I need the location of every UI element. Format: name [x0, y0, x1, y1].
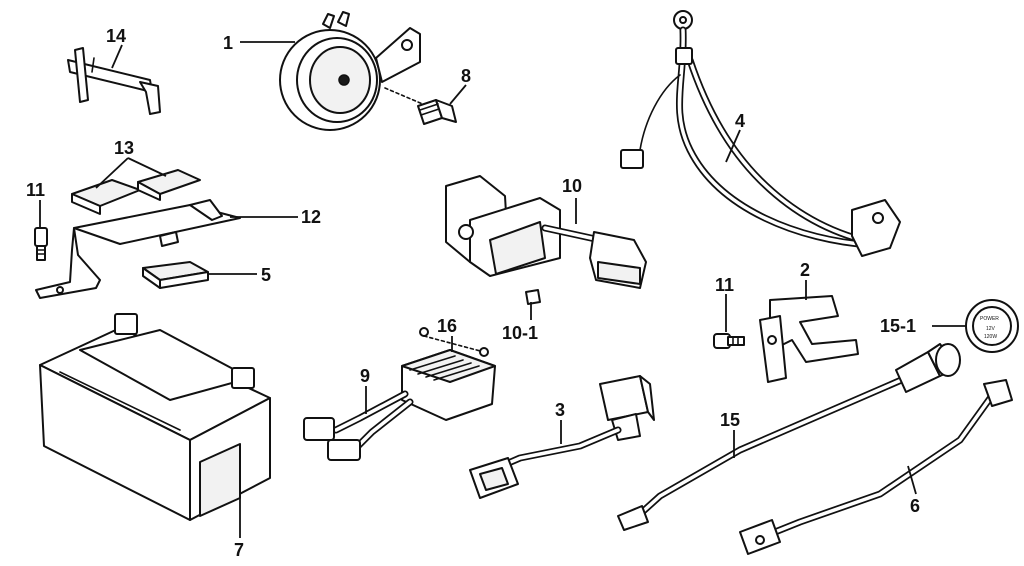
part-10-1-clip [525, 289, 541, 305]
part-9-regulator [303, 349, 496, 461]
callout-15-1: 15-1 [880, 316, 916, 336]
part-15-1-socket-cap: POWER 12V 120W [965, 299, 1019, 353]
callout-3: 3 [555, 400, 565, 420]
callout-8: 8 [461, 66, 471, 86]
part-7-battery [39, 313, 271, 521]
part-4-harness-cable [620, 10, 901, 257]
socket-cap-label-bot: 120W [984, 334, 997, 340]
part-2-bracket [759, 295, 859, 383]
callout-15: 15 [720, 410, 740, 430]
callout-11-right: 11 [715, 275, 734, 295]
part-14-battery-clip [67, 47, 161, 115]
part-15-socket-cable [617, 343, 961, 531]
part-6-battery-cable [739, 379, 1013, 555]
part-11-screw-left [34, 227, 48, 261]
callout-10: 10 [562, 176, 582, 196]
callout-5: 5 [261, 265, 271, 285]
socket-cap-label-top: POWER [980, 316, 999, 322]
callout-9: 9 [360, 366, 370, 386]
callout-1: 1 [223, 33, 233, 53]
part-10-relay [445, 175, 647, 289]
part-16-screws [419, 327, 489, 357]
part-12-battery-bracket [35, 199, 241, 299]
callout-10-1: 10-1 [502, 323, 538, 343]
part-5-pad [142, 261, 209, 289]
callout-13: 13 [114, 138, 134, 158]
callout-12: 12 [301, 207, 321, 227]
leader-lines [39, 41, 966, 538]
part-13-pads [71, 169, 201, 215]
part-11-screw-right [713, 333, 745, 349]
part-3-sensor [469, 375, 655, 499]
part-1-horn [279, 11, 421, 131]
callout-14: 14 [106, 26, 126, 46]
callout-2: 2 [800, 260, 810, 280]
callout-7: 7 [234, 540, 244, 560]
socket-cap-label-mid: 12V [986, 326, 996, 332]
callout-16: 16 [437, 316, 457, 336]
part-8-bolt [384, 87, 457, 125]
callout-4: 4 [735, 111, 745, 131]
callout-6: 6 [910, 496, 920, 516]
callout-11-left: 11 [26, 180, 45, 200]
